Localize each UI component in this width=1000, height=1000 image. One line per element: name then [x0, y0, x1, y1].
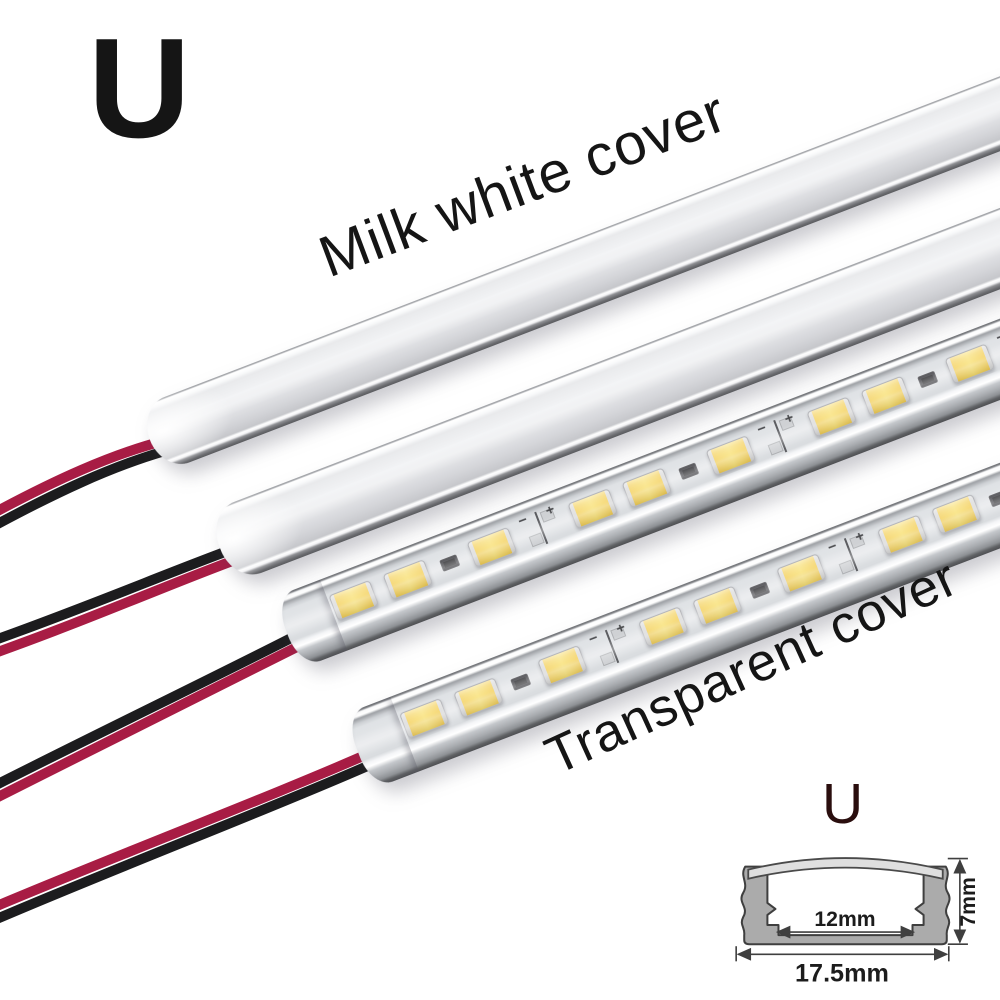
- wire-black-1: [0, 446, 170, 529]
- resistor-chip: [917, 370, 939, 389]
- resistor-chip: [510, 673, 532, 691]
- led-chip: [621, 467, 673, 509]
- inner-width-dimension: 12mm: [814, 908, 875, 931]
- polarity-minus-mark: −: [586, 629, 601, 649]
- led-chip: [567, 487, 619, 529]
- profile-cross-section-drawing: 12mm 17.5mm 7mm: [735, 857, 977, 987]
- polarity-minus-mark: −: [993, 327, 1000, 347]
- led-chip: [399, 698, 450, 740]
- led-chip: [692, 585, 744, 627]
- led-chip: [877, 514, 928, 556]
- wire-red-4: [0, 748, 375, 911]
- led-chip: [860, 375, 912, 417]
- resistor-chip: [678, 462, 700, 481]
- led-chip: [944, 343, 996, 385]
- resistor-chip: [749, 581, 771, 599]
- resistor-chip: [988, 489, 1000, 508]
- profile-dimension-diagram: 12mm 17.5mm 7mm: [715, 842, 977, 994]
- segment-separator: −+: [515, 501, 565, 550]
- outer-width-dimension: 17.5mm: [795, 959, 889, 987]
- resistor-chip: [439, 554, 461, 573]
- led-chip: [931, 493, 983, 535]
- led-chip: [638, 606, 689, 648]
- led-chip: [328, 579, 380, 621]
- wire-black-2: [0, 544, 238, 644]
- diagram-profile-letter: U: [822, 772, 864, 836]
- polarity-minus-mark: −: [515, 511, 531, 531]
- profile-type-letter: U: [88, 9, 191, 168]
- led-chip: [806, 396, 858, 438]
- wire-black-3: [0, 629, 304, 789]
- led-chip: [453, 677, 505, 719]
- segment-separator: −+: [586, 619, 636, 669]
- wire-black-4: [0, 759, 377, 924]
- wire-red-2: [0, 555, 240, 657]
- polarity-minus-mark: −: [754, 419, 770, 439]
- segment-separator: −+: [754, 409, 804, 458]
- led-chip: [466, 526, 518, 568]
- led-chip: [705, 434, 757, 476]
- segment-separator: −+: [825, 527, 875, 578]
- wire-red-3: [0, 640, 306, 802]
- cover-dome-shape: [747, 857, 944, 880]
- led-chip: [537, 645, 589, 687]
- led-chip: [776, 553, 828, 595]
- height-dimension: 7mm: [957, 877, 977, 926]
- led-chip: [382, 558, 434, 600]
- polarity-minus-mark: −: [825, 537, 840, 557]
